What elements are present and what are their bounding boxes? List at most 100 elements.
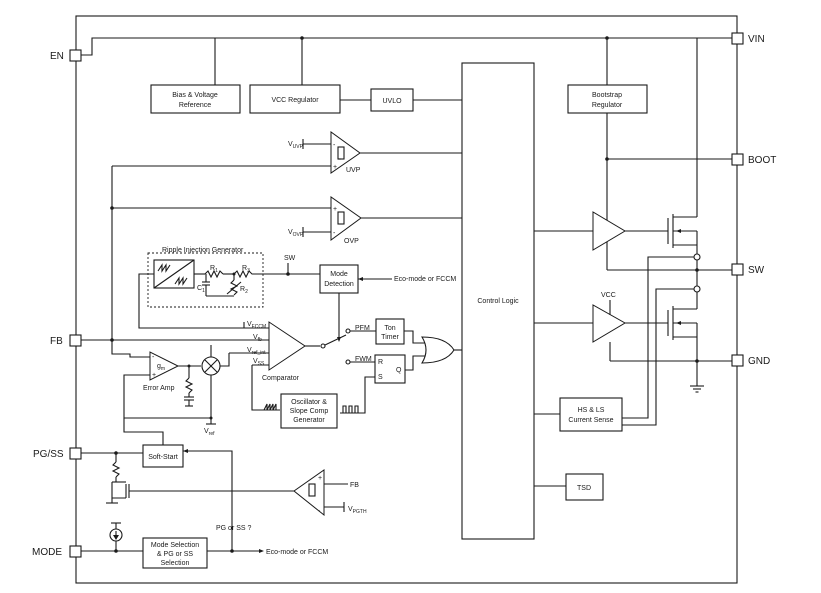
latch-s: S [378, 374, 383, 381]
ovp-label: OVP [344, 238, 359, 245]
pin-pgss-label: PG/SS [33, 449, 64, 460]
pin-mode[interactable]: MODE [32, 545, 82, 558]
control-logic-label: Control Logic [477, 298, 519, 305]
tsd-block: TSD [534, 473, 604, 501]
bootstrap-line1: Bootstrap [592, 92, 622, 99]
uvp-minus: - [333, 142, 336, 149]
sw-node-label: SW [284, 255, 296, 262]
ovp-minus: - [333, 230, 336, 237]
pin-gnd[interactable]: GND [731, 354, 770, 367]
current-sense-block: HS & LS Current Sense [534, 397, 623, 432]
pfm-label: PFM [355, 325, 370, 332]
ovp-comparator: + - OVP VOVP [112, 196, 462, 245]
modesel-line2: & PG or SS [157, 551, 194, 558]
vcc-regulator-label: VCC Regulator [271, 97, 319, 104]
ea-minus: - [152, 354, 155, 361]
vcc-label: VCC [601, 292, 616, 299]
pin-en-label: EN [50, 51, 64, 62]
r2-label: R2 [240, 286, 248, 295]
pin-vin[interactable]: VIN [731, 32, 765, 45]
mode-detection-block: Mode Detection Eco-mode or FCCM [288, 264, 456, 342]
softstart-block: Soft-Start PG or SS ? [81, 418, 252, 539]
uvlo-label: UVLO [382, 98, 402, 105]
pin-pgss[interactable]: PG/SS [33, 447, 82, 460]
pg-plus: + [318, 475, 322, 482]
pin-gnd-label: GND [748, 356, 770, 367]
pin-boot[interactable]: BOOT [731, 153, 776, 166]
ovp-plus: + [333, 206, 337, 213]
r1-label: R1 [210, 265, 218, 274]
ton-line2: Timer [381, 334, 399, 341]
vref-label: Vref [204, 428, 215, 437]
vss-label: VSS [253, 358, 265, 367]
oscillator-block: Oscillator & Slope Comp Generator [263, 393, 359, 429]
bootstrap-regulator-block: Bootstrap Regulator [567, 84, 648, 114]
mode-switch: PFM FWM [320, 325, 376, 365]
pin-fb[interactable]: FB [50, 334, 82, 347]
hsls-line2: Current Sense [568, 417, 613, 424]
vrefint-label: Vref_int [247, 347, 266, 356]
low-side-driver: VCC [534, 292, 698, 343]
osc-line2: Slope Comp [290, 408, 329, 415]
ea-plus: + [152, 372, 156, 379]
pg-output-stage: FB VPGTH + - [106, 453, 367, 517]
bootstrap-line2: Regulator [592, 102, 623, 109]
top-wiring [81, 36, 732, 270]
pin-sw[interactable]: SW [731, 263, 765, 276]
modesel-line3: Selection [161, 560, 190, 567]
v-ovp-label: VOVP [288, 229, 304, 238]
ripple-label: Ripple Injection Generator [162, 247, 244, 254]
vpgth-label: VPGTH [348, 506, 367, 515]
mode-det-line2: Detection [324, 281, 354, 288]
uvp-label: UVP [346, 167, 361, 174]
mode-current-source [109, 522, 123, 553]
chip-outline [75, 15, 738, 584]
fwm-label: FWM [355, 356, 372, 363]
v-uvp-label: VUVP [288, 141, 304, 150]
bias-voltage-reference-block: Bias & Voltage Reference [150, 84, 241, 114]
softstart-label: Soft-Start [148, 454, 178, 461]
modesel-line1: Mode Selection [151, 542, 199, 549]
fb-small-label: FB [350, 482, 359, 489]
osc-line1: Oscillator & [291, 399, 327, 406]
pin-boot-label: BOOT [748, 155, 776, 166]
pin-vin-label: VIN [748, 34, 765, 45]
bias-line2: Reference [179, 102, 211, 109]
pin-sw-label: SW [748, 265, 765, 276]
comparator-label: Comparator [262, 375, 300, 382]
vfb-label: Vfb [253, 334, 262, 343]
eco-mode-label-2: Eco-mode or FCCM [266, 549, 328, 556]
mode-det-line1: Mode [330, 271, 348, 278]
vfccm-label: VFCCM [247, 321, 266, 330]
hsls-line1: HS & LS [578, 407, 605, 414]
ripple-injection-generator: Ripple Injection Generator R1 R3 R2 C1 S… [138, 247, 296, 329]
eco-mode-label-1: Eco-mode or FCCM [394, 276, 456, 283]
uvp-comparator: - + UVP VUVP [112, 131, 462, 174]
ton-timer-block: Ton Timer [375, 318, 425, 345]
pin-mode-label: MODE [32, 547, 62, 558]
bias-line1: Bias & Voltage [172, 92, 218, 99]
latch-q: Q [396, 367, 402, 374]
ton-line1: Ton [384, 325, 395, 332]
pin-en[interactable]: EN [50, 49, 82, 62]
tsd-label: TSD [577, 485, 591, 492]
vcc-regulator-block: VCC Regulator [249, 84, 341, 114]
uvlo-block: UVLO [370, 88, 414, 112]
pin-fb-label: FB [50, 336, 63, 347]
control-logic-block: Control Logic [461, 62, 535, 540]
error-amplifier: gm - + Error Amp Vref [111, 340, 230, 437]
r3-label: R3 [242, 265, 250, 274]
osc-line3: Generator [293, 417, 325, 424]
uvp-plus: + [333, 164, 337, 171]
pg-or-ss-label: PG or SS ? [216, 525, 252, 532]
error-amp-label: Error Amp [143, 385, 175, 392]
sw-gnd-wiring [607, 245, 732, 426]
latch-r: R [378, 359, 383, 366]
rs-latch: R S Q [340, 354, 425, 414]
c1-label: C1 [197, 285, 205, 294]
pg-minus: - [318, 508, 321, 515]
mode-selection-block: Mode Selection & PG or SS Selection Eco-… [81, 537, 328, 569]
high-side-driver [534, 211, 698, 251]
gm-label: gm [157, 363, 165, 372]
